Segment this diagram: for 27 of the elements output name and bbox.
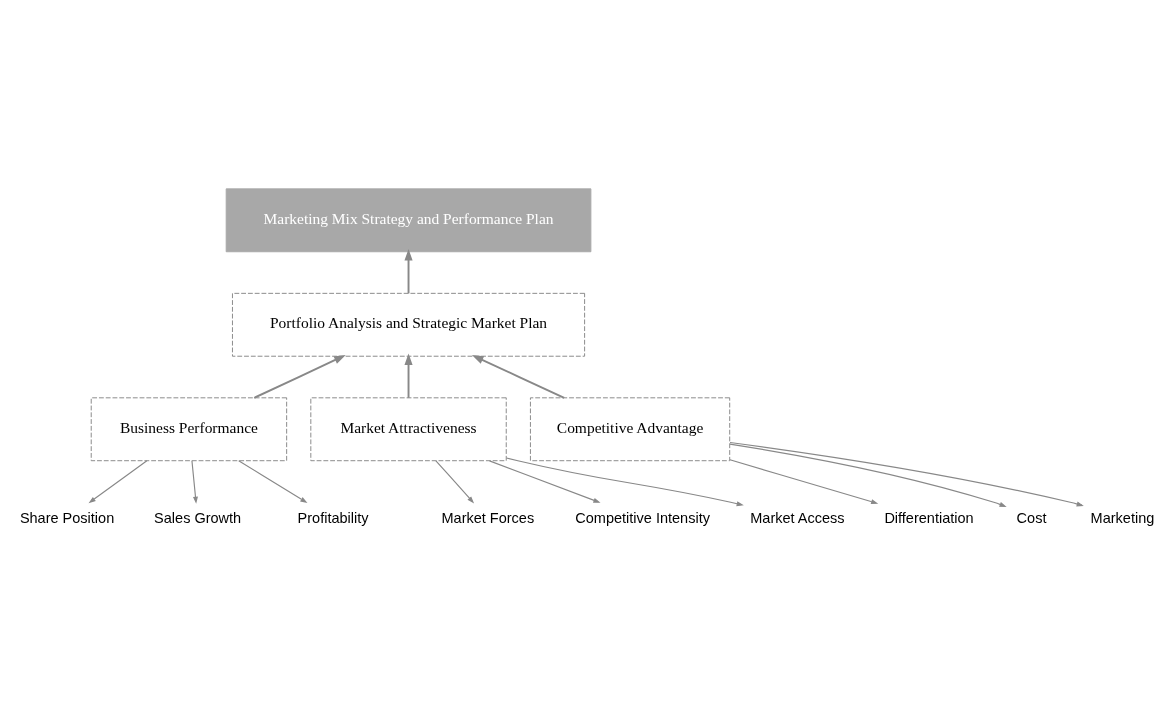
node-text: Share Position bbox=[19, 509, 115, 526]
arrow bbox=[729, 458, 879, 504]
arrow bbox=[729, 441, 1084, 506]
node-text: Differentiation bbox=[884, 509, 974, 526]
node-text: Market Forces bbox=[441, 509, 535, 526]
node-text: Market Access bbox=[750, 509, 845, 526]
arrow bbox=[253, 354, 346, 399]
arrow bbox=[191, 459, 198, 504]
node-text: Marketing bbox=[1090, 509, 1155, 526]
arrow bbox=[729, 443, 1007, 507]
arrow bbox=[471, 354, 566, 399]
arrow bbox=[238, 459, 308, 503]
arrow bbox=[488, 459, 601, 503]
node-box: Marketing Mix Strategy and Performance Plan bbox=[225, 187, 592, 252]
arrow bbox=[88, 459, 148, 503]
node-box: Business Performance bbox=[90, 396, 288, 461]
node-text: Competitive Intensity bbox=[575, 509, 710, 526]
arrow bbox=[505, 456, 744, 506]
arrow bbox=[404, 352, 413, 399]
arrow bbox=[435, 459, 475, 503]
node-box: Competitive Advantage bbox=[529, 396, 731, 461]
node-box: Portfolio Analysis and Strategic Market Plan bbox=[232, 292, 586, 357]
arrow bbox=[404, 248, 413, 294]
node-text: Sales Growth bbox=[154, 509, 242, 526]
node-box: Market Attractiveness bbox=[310, 396, 507, 461]
node-text: Profitability bbox=[297, 509, 369, 526]
node-text: Cost bbox=[1016, 509, 1047, 526]
